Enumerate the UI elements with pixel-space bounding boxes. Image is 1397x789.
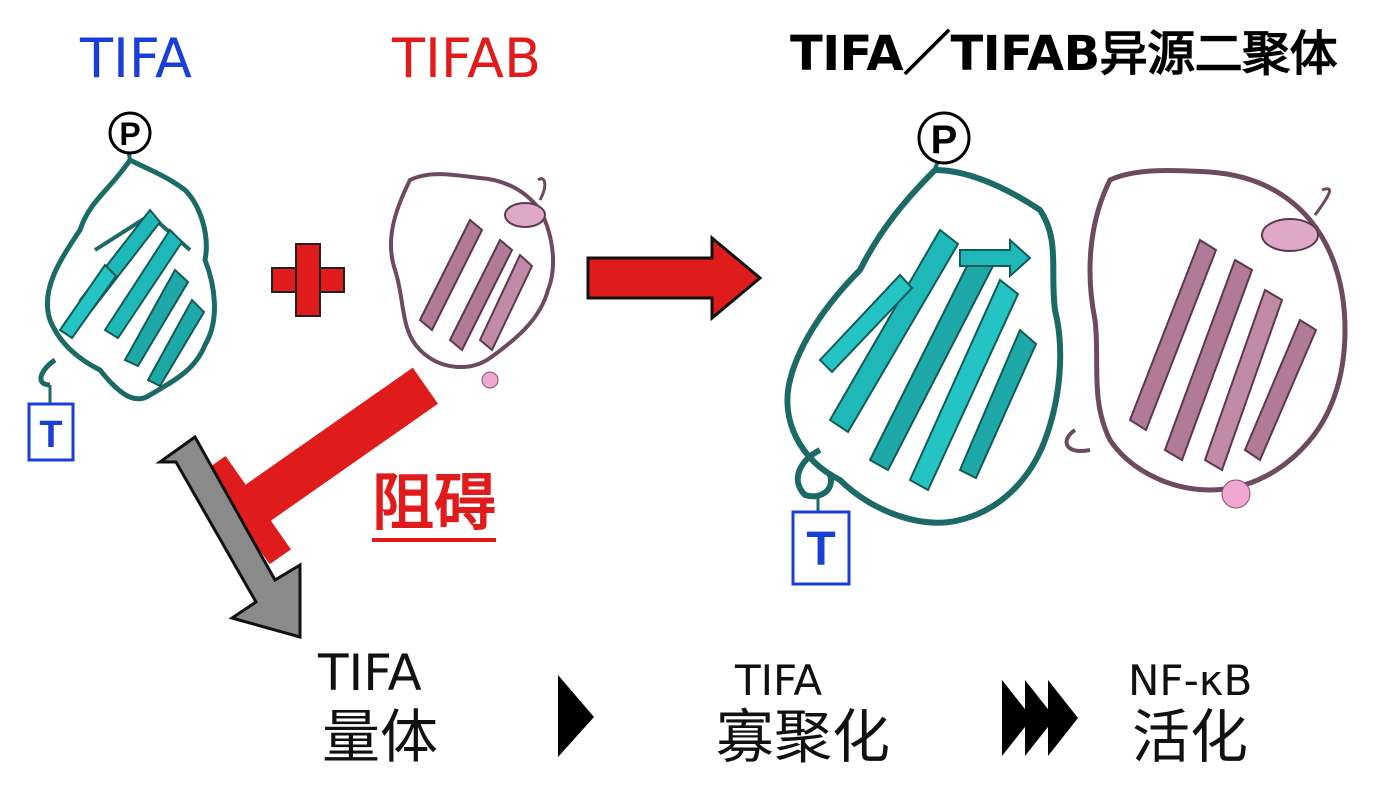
tifab-title: TIFAB: [392, 27, 542, 90]
oligomerization-arrow: [155, 434, 302, 639]
step3-label-bottom: 活化: [1132, 703, 1249, 771]
plus-icon: [271, 243, 345, 317]
step2-label-bottom: 寡聚化: [716, 703, 891, 771]
step2-label-top: TIFA: [735, 656, 823, 705]
step1-label-top: TIFA: [318, 644, 422, 702]
pathway-triple-arrowhead: [1002, 680, 1078, 756]
heterodimer-tag-marker: T: [791, 510, 851, 586]
tifa-phospho-letter: P: [119, 116, 140, 152]
tifa-tag-marker: T: [27, 402, 75, 462]
step3-label-top: NF-κB: [1128, 656, 1253, 705]
inhibition-bar-icon: [204, 367, 438, 565]
heterodimer-title: TIFA／TIFAB异源二聚体: [790, 26, 1338, 82]
tifa-tag-letter: T: [39, 414, 62, 456]
reaction-arrow: [586, 234, 763, 322]
heterodimer-tag-letter: T: [806, 523, 835, 576]
tifab-protein-structure: [388, 172, 555, 389]
step1-label-bottom: 量体: [322, 703, 439, 771]
inhibition-label: 阻碍: [372, 472, 497, 542]
heterodimer-phospho-letter: P: [931, 118, 958, 162]
tifa-protein-structure: [38, 147, 217, 404]
heterodimer-phospho-marker: P: [917, 111, 971, 165]
heterodimer-tifa-structure: [784, 159, 1064, 526]
pathway-arrowhead-1: [558, 675, 594, 757]
tifa-title: TIFA: [80, 27, 192, 90]
heterodimer-tifab-structure: [1064, 167, 1348, 509]
tifa-phospho-marker: P: [108, 111, 152, 155]
